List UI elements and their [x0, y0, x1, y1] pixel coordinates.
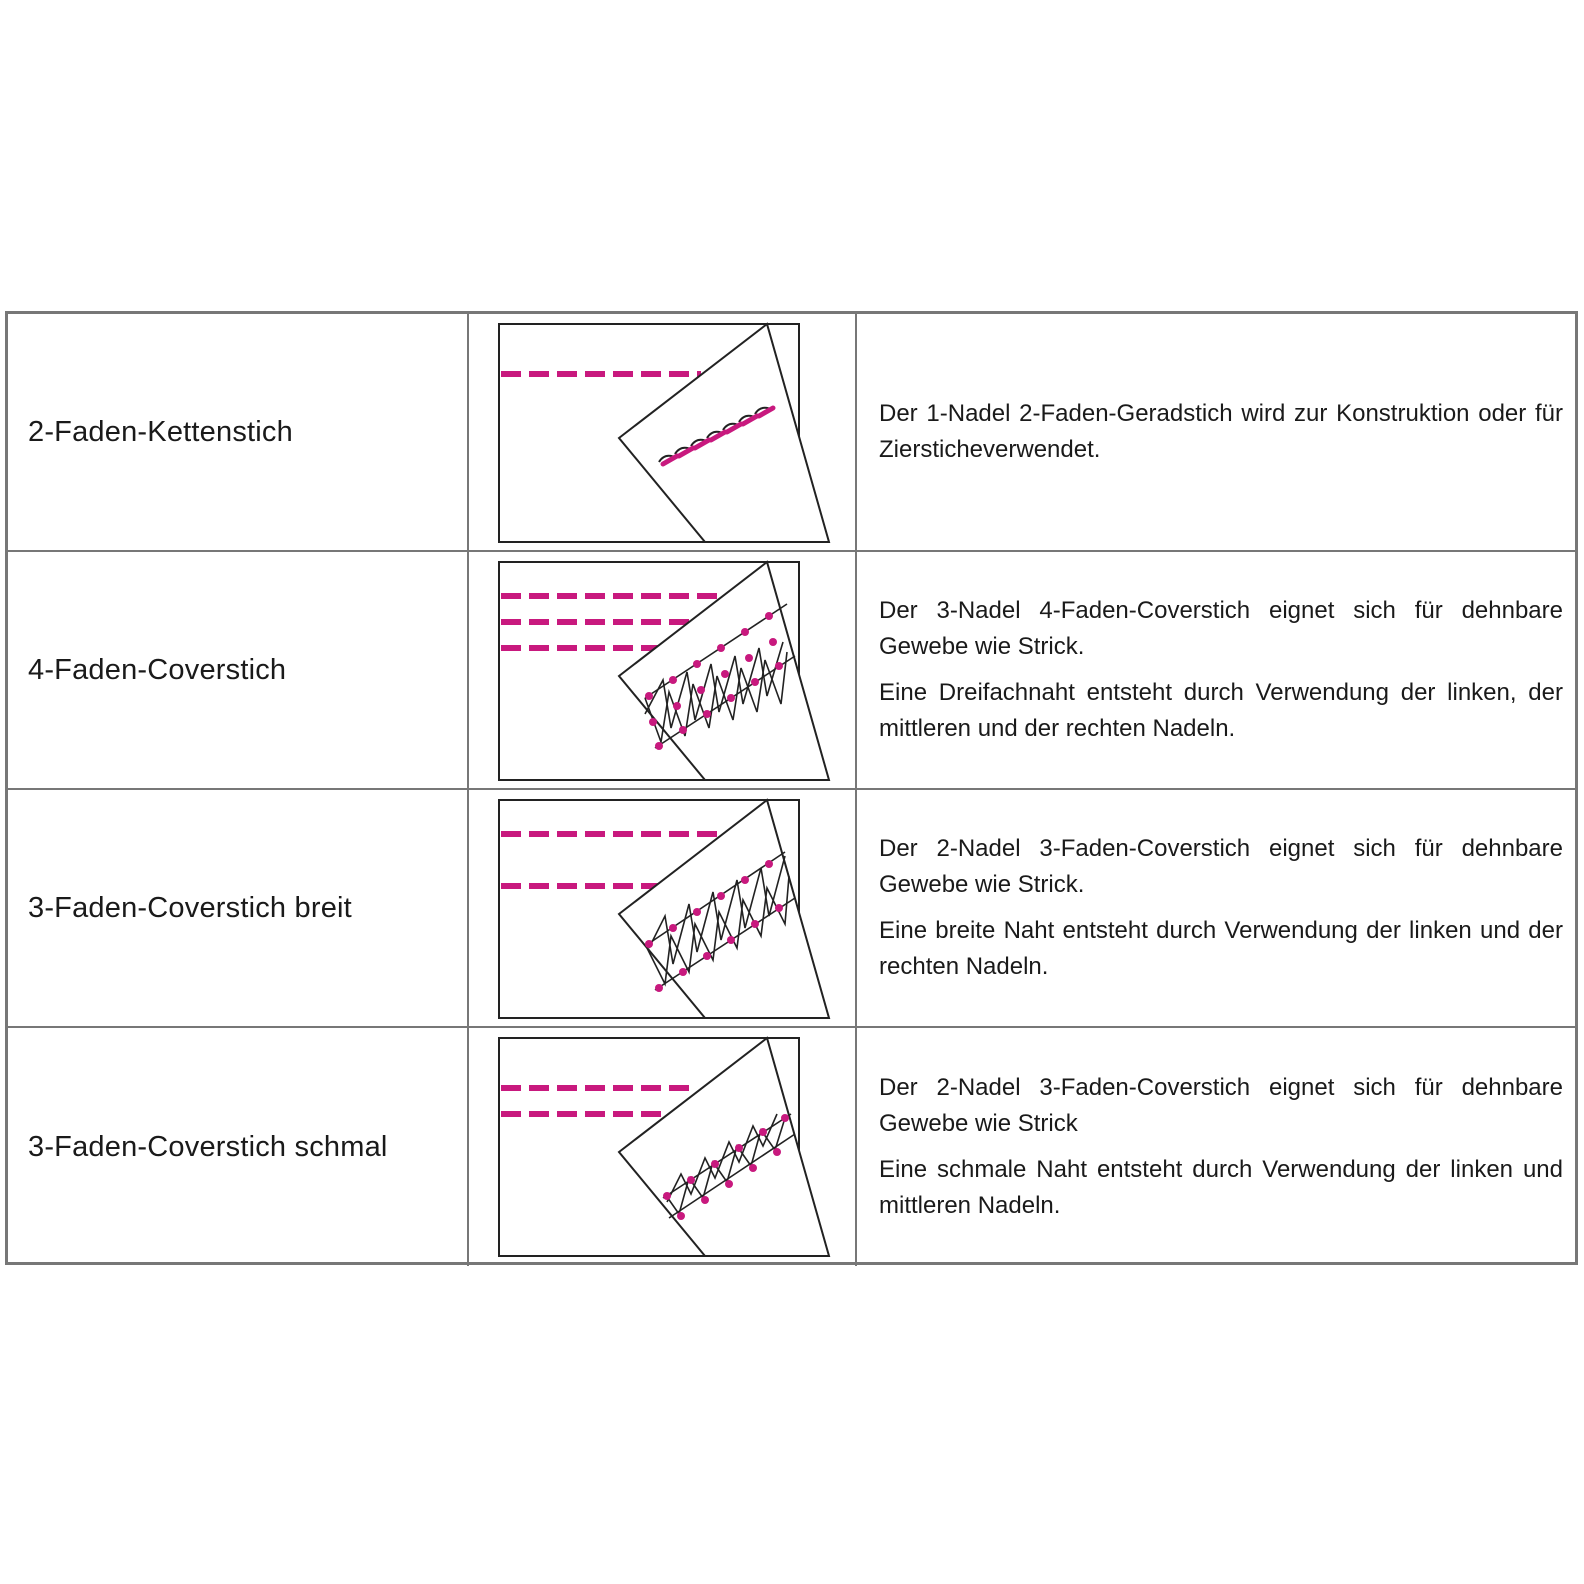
- three-thread-coverstitch-narrow-icon: [498, 1036, 831, 1257]
- description-paragraph: Eine breite Naht entsteht durch Verwendu…: [879, 917, 1563, 980]
- stitch-illustration-cell: [469, 1028, 857, 1266]
- stitch-name: 2-Faden-Kettenstich: [28, 415, 293, 448]
- four-thread-coverstitch-icon: [498, 560, 831, 781]
- table-row: 3-Faden-Coverstich breit: [8, 790, 1575, 1028]
- stitch-name: 4-Faden-Coverstich: [28, 653, 287, 686]
- description-paragraph: Der 2-Nadel 3-Faden-Coverstich eignet si…: [879, 1074, 1563, 1137]
- stitch-name: 3-Faden-Coverstich breit: [28, 891, 352, 924]
- description-paragraph: Eine schmale Naht entsteht durch Verwend…: [879, 1156, 1563, 1219]
- stitch-name-cell: 4-Faden-Coverstich: [8, 552, 469, 788]
- table-row: 3-Faden-Coverstich schmal: [8, 1028, 1575, 1266]
- stitch-name-cell: 2-Faden-Kettenstich: [8, 314, 469, 550]
- stitch-illustration-cell: [469, 314, 857, 550]
- stitch-table: 2-Faden-Kettenstich: [5, 311, 1578, 1266]
- stitch-name: 3-Faden-Coverstich schmal: [28, 1130, 388, 1163]
- description-paragraph: Der 1-Nadel 2-Faden-Geradstich wird zur …: [879, 400, 1563, 463]
- three-thread-coverstitch-wide-icon: [498, 798, 831, 1019]
- chain-stitch-icon: [498, 322, 831, 543]
- stitch-name-cell: 3-Faden-Coverstich schmal: [8, 1028, 469, 1266]
- stitch-illustration-cell: [469, 552, 857, 788]
- stitch-description-cell: Der 2-Nadel 3-Faden-Coverstich eignet si…: [857, 790, 1575, 1026]
- table-row: 2-Faden-Kettenstich: [8, 314, 1575, 552]
- stitch-description-cell: Der 3-Nadel 4-Faden-Coverstich eignet si…: [857, 552, 1575, 788]
- description-paragraph: Eine Dreifachnaht entsteht durch Verwend…: [879, 679, 1563, 742]
- stitch-description-cell: Der 2-Nadel 3-Faden-Coverstich eignet si…: [857, 1028, 1575, 1266]
- stitch-description-cell: Der 1-Nadel 2-Faden-Geradstich wird zur …: [857, 314, 1575, 550]
- description-paragraph: Der 2-Nadel 3-Faden-Coverstich eignet si…: [879, 835, 1563, 898]
- stitch-illustration-cell: [469, 790, 857, 1026]
- table-row: 4-Faden-Coverstich: [8, 552, 1575, 790]
- stitch-name-cell: 3-Faden-Coverstich breit: [8, 790, 469, 1026]
- description-paragraph: Der 3-Nadel 4-Faden-Coverstich eignet si…: [879, 597, 1563, 660]
